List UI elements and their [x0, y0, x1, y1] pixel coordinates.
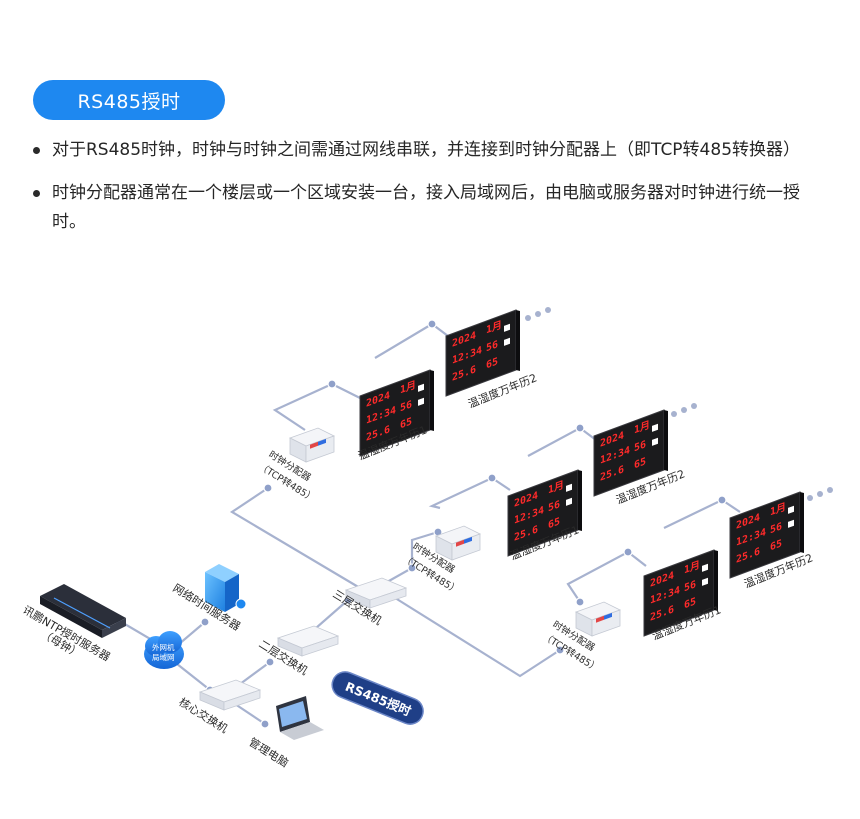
- rs485-badge: RS485授时: [331, 671, 424, 725]
- distributor-icon: [289, 427, 335, 463]
- core-switch-icon: [199, 679, 261, 711]
- cloud-icon: 外网机 局域网: [144, 631, 184, 669]
- bullet-dot-icon: [33, 147, 40, 154]
- mgmt-pc-label: 管理电脑: [246, 735, 291, 770]
- time-server-icon: [205, 564, 247, 612]
- distributor-icon: [575, 601, 621, 637]
- bullet-item-1: 对于RS485时钟，时钟与时钟之间需通过网线串联，并连接到时钟分配器上（即TCP…: [33, 136, 833, 165]
- bullet-text-2: 时钟分配器通常在一个楼层或一个区域安装一台，接入局域网后，由电脑或服务器对时钟进…: [52, 183, 800, 232]
- laptop-icon: [276, 696, 324, 740]
- bullet-list: 对于RS485时钟，时钟与时钟之间需通过网线串联，并连接到时钟分配器上（即TCP…: [33, 136, 833, 251]
- section-title: RS485授时: [77, 90, 181, 113]
- distributor-icon: [435, 525, 481, 561]
- cloud-label-2: 局域网: [152, 652, 175, 662]
- bullet-dot-icon: [33, 190, 40, 197]
- cloud-label-1: 外网机: [152, 642, 175, 652]
- section-title-pill: RS485授时: [33, 80, 225, 120]
- bullet-text-1: 对于RS485时钟，时钟与时钟之间需通过网线串联，并连接到时钟分配器上（即TCP…: [52, 140, 801, 160]
- continuation-dots: [525, 307, 833, 501]
- ntp-server-icon: [40, 584, 126, 638]
- bullet-item-2: 时钟分配器通常在一个楼层或一个区域安装一台，接入局域网后，由电脑或服务器对时钟进…: [33, 179, 833, 237]
